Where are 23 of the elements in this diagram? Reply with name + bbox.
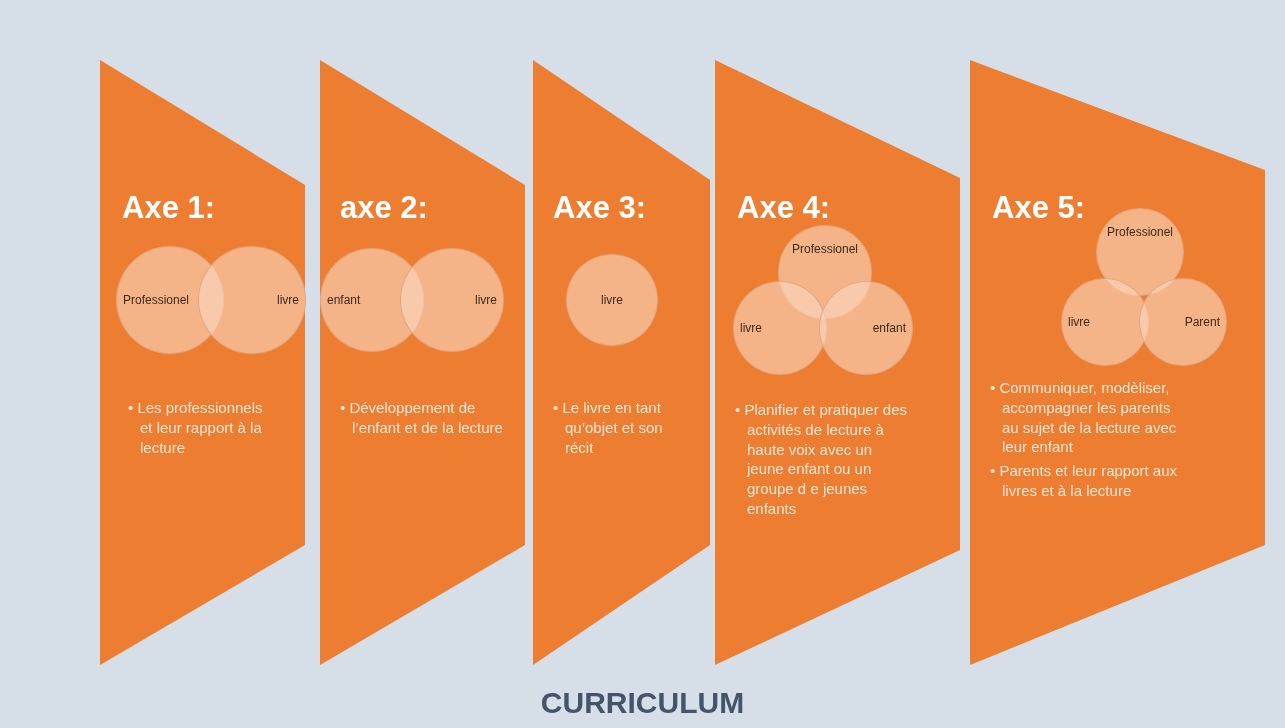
chevron-panel <box>100 60 305 665</box>
bullet-text: • Planifier et pratiquer des activités de lecture à haute voix avec un jeune enfant ou un groupe d e jeunes enfants <box>735 400 908 519</box>
axis-heading: Axe 1: <box>122 190 216 226</box>
axis-heading: Axe 3: <box>553 190 647 226</box>
bullet-text: • Développement de l’enfant et de la lecture <box>340 398 504 438</box>
chevron-panel <box>320 60 525 665</box>
venn-circle: livre <box>198 246 306 354</box>
venn-circle: Parent <box>1139 278 1227 366</box>
axis-heading: Axe 4: <box>737 190 831 226</box>
chevron-panel <box>715 60 960 665</box>
venn-circle: livre <box>566 254 658 346</box>
bullet-text: • Communiquer, modèliser, accompagner les parents au sujet de la lecture avec leur enfant <box>990 378 1178 458</box>
venn-circle: livre <box>400 248 504 352</box>
chevron-panel <box>533 60 710 665</box>
axis-heading: Axe 5: <box>992 190 1086 226</box>
bullet-text: • Le livre en tant qu’objet et son récit <box>553 398 664 458</box>
venn-circle: enfant <box>819 281 913 375</box>
bullet-text: • Parents et leur rapport aux livres et à la lecture <box>990 461 1179 501</box>
caption: CURRICULUM <box>540 686 745 719</box>
axis-heading: axe 2: <box>340 190 428 226</box>
bullet-text: • Les professionnels et leur rapport à la lecture <box>128 398 264 458</box>
venn-circle: Professionel <box>1096 208 1184 296</box>
chevron-panel <box>970 60 1265 665</box>
